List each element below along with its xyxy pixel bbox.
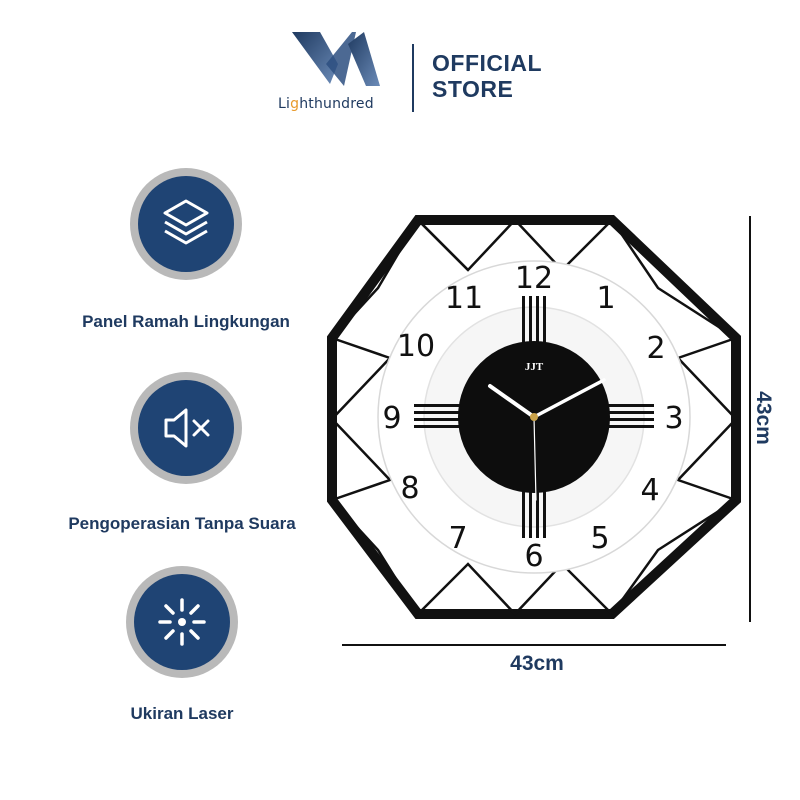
feature-label-laser: Ukiran Laser xyxy=(130,704,234,723)
height-dimension-line xyxy=(749,216,751,622)
width-dimension-line xyxy=(342,644,726,646)
laser-burst-icon xyxy=(158,598,206,646)
numeral-6: 6 xyxy=(524,539,543,574)
numeral-1: 1 xyxy=(596,281,615,316)
feature-badge-silent xyxy=(130,372,242,484)
brand-logo-icon xyxy=(292,32,380,86)
width-dimension-label: 43cm xyxy=(510,652,564,675)
brand-name: Lighthundred xyxy=(278,96,374,112)
clock-brand: JJT xyxy=(525,361,544,373)
wall-clock: JJT 12 1 2 3 4 5 6 7 8 9 10 11 xyxy=(327,215,741,619)
feature-label-silent: Pengoperasian Tanpa Suara xyxy=(68,514,296,533)
numeral-8: 8 xyxy=(400,471,419,506)
wire-pattern xyxy=(330,218,738,616)
mute-speaker-icon xyxy=(164,408,210,448)
numeral-12: 12 xyxy=(515,261,553,296)
numeral-9: 9 xyxy=(382,401,401,436)
store-label-line2: STORE xyxy=(432,76,514,102)
numeral-2: 2 xyxy=(646,331,665,366)
numeral-4: 4 xyxy=(640,473,659,508)
numeral-11: 11 xyxy=(445,281,483,316)
numeral-3: 3 xyxy=(664,401,683,436)
hour-bars xyxy=(414,296,654,538)
numeral-7: 7 xyxy=(448,521,467,556)
feature-label-eco-panel: Panel Ramah Lingkungan xyxy=(82,312,290,331)
numeral-5: 5 xyxy=(590,521,609,556)
clock-hands xyxy=(488,378,606,501)
numeral-10: 10 xyxy=(397,329,435,364)
layers-icon xyxy=(163,199,209,245)
height-dimension-label: 43cm xyxy=(752,391,775,445)
header-divider xyxy=(412,44,414,112)
store-label-line1: OFFICIAL xyxy=(432,50,543,76)
feature-badge-eco-panel xyxy=(130,168,242,280)
feature-badge-laser xyxy=(126,566,238,678)
